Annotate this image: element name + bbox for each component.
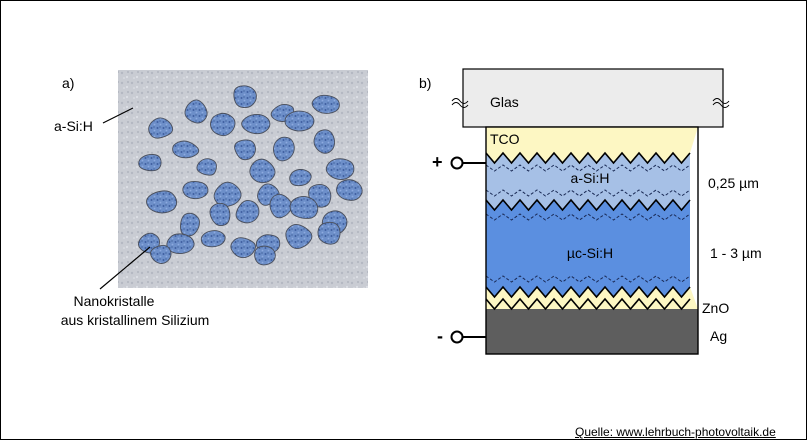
glass-break-left-icon <box>451 98 469 108</box>
nanocrystal <box>313 129 336 154</box>
nanocrystal <box>325 158 355 180</box>
plus-terminal-label: + <box>432 152 443 172</box>
crystal-label-line2: aus kristallinem Silizium <box>60 312 210 328</box>
nanocrystal <box>138 154 162 172</box>
nanocrystal <box>182 180 209 200</box>
nanocrystal <box>150 244 172 264</box>
asi-ucsi-interface <box>485 198 691 212</box>
cell-stack-outline <box>485 126 699 355</box>
nanocrystal <box>213 181 242 207</box>
ucsi-label: µc-Si:H <box>566 245 614 261</box>
nanocrystal <box>317 221 341 245</box>
ucsi-doped-layer-bottom <box>485 275 691 283</box>
nanocrystal <box>249 158 276 184</box>
tco-layer <box>486 127 698 163</box>
nanocrystal <box>285 224 313 250</box>
nanocrystal <box>166 233 195 255</box>
nanocrystal <box>241 113 271 135</box>
matrix-label: a-Si:H <box>54 118 93 134</box>
nanocrystal <box>235 200 260 224</box>
nanocrystal <box>254 245 276 266</box>
nanocrystal <box>209 202 231 227</box>
nanocrystal-group <box>137 85 363 266</box>
glass-break-right-icon <box>712 98 730 108</box>
crystal-label-leader <box>99 246 151 290</box>
zno-layer <box>486 287 698 309</box>
nanocrystal <box>311 94 340 114</box>
asi-thickness: 0,25 µm <box>708 175 759 191</box>
nanocrystal <box>230 237 256 259</box>
zno-label: ZnO <box>702 300 730 316</box>
nanocrystal <box>210 112 236 137</box>
asi-doped-layer-top <box>485 164 691 172</box>
source-link[interactable]: Quelle: www.lehrbuch-photovoltaik.de <box>575 425 776 439</box>
minus-terminal-icon <box>450 330 464 344</box>
nanocrystal <box>272 136 295 162</box>
glass-label: Glas <box>490 94 519 110</box>
nanocrystal <box>289 196 319 219</box>
nanocrystal <box>184 99 208 124</box>
glass-layer <box>462 68 724 128</box>
ucsi-doped-layer-top <box>485 213 691 221</box>
ag-label: Ag <box>710 328 728 344</box>
crystal-label-line1: Nanokristalle <box>73 293 155 309</box>
nanocrystal <box>200 230 226 248</box>
nanocrystal <box>196 158 217 176</box>
plus-terminal-icon <box>450 156 464 170</box>
tco-label: TCO <box>490 131 520 147</box>
ucsi-zno-interface <box>485 285 691 299</box>
matrix-label-leader <box>102 107 134 124</box>
ucsi-thickness: 1 - 3 µm <box>710 245 762 261</box>
asi-layer <box>486 153 690 210</box>
panel-b-label: b) <box>419 75 432 91</box>
nanocrystal <box>233 85 257 109</box>
asi-doped-layer-bottom <box>485 189 691 197</box>
asi-label: a-Si:H <box>570 170 610 186</box>
nanocrystal <box>336 179 363 201</box>
ag-layer <box>486 309 698 354</box>
nanocrystal <box>172 140 200 159</box>
minus-terminal-label: - <box>437 326 443 346</box>
zno-ag-interface <box>485 297 691 311</box>
panel-a-label: a) <box>62 75 75 91</box>
tco-asi-interface <box>485 151 691 165</box>
nanocrystal <box>146 190 178 214</box>
nanocrystal <box>289 168 312 187</box>
ucsi-layer <box>486 200 690 297</box>
nanocrystal <box>284 110 315 132</box>
nanocrystal <box>234 139 256 161</box>
nanocrystal <box>148 117 174 139</box>
